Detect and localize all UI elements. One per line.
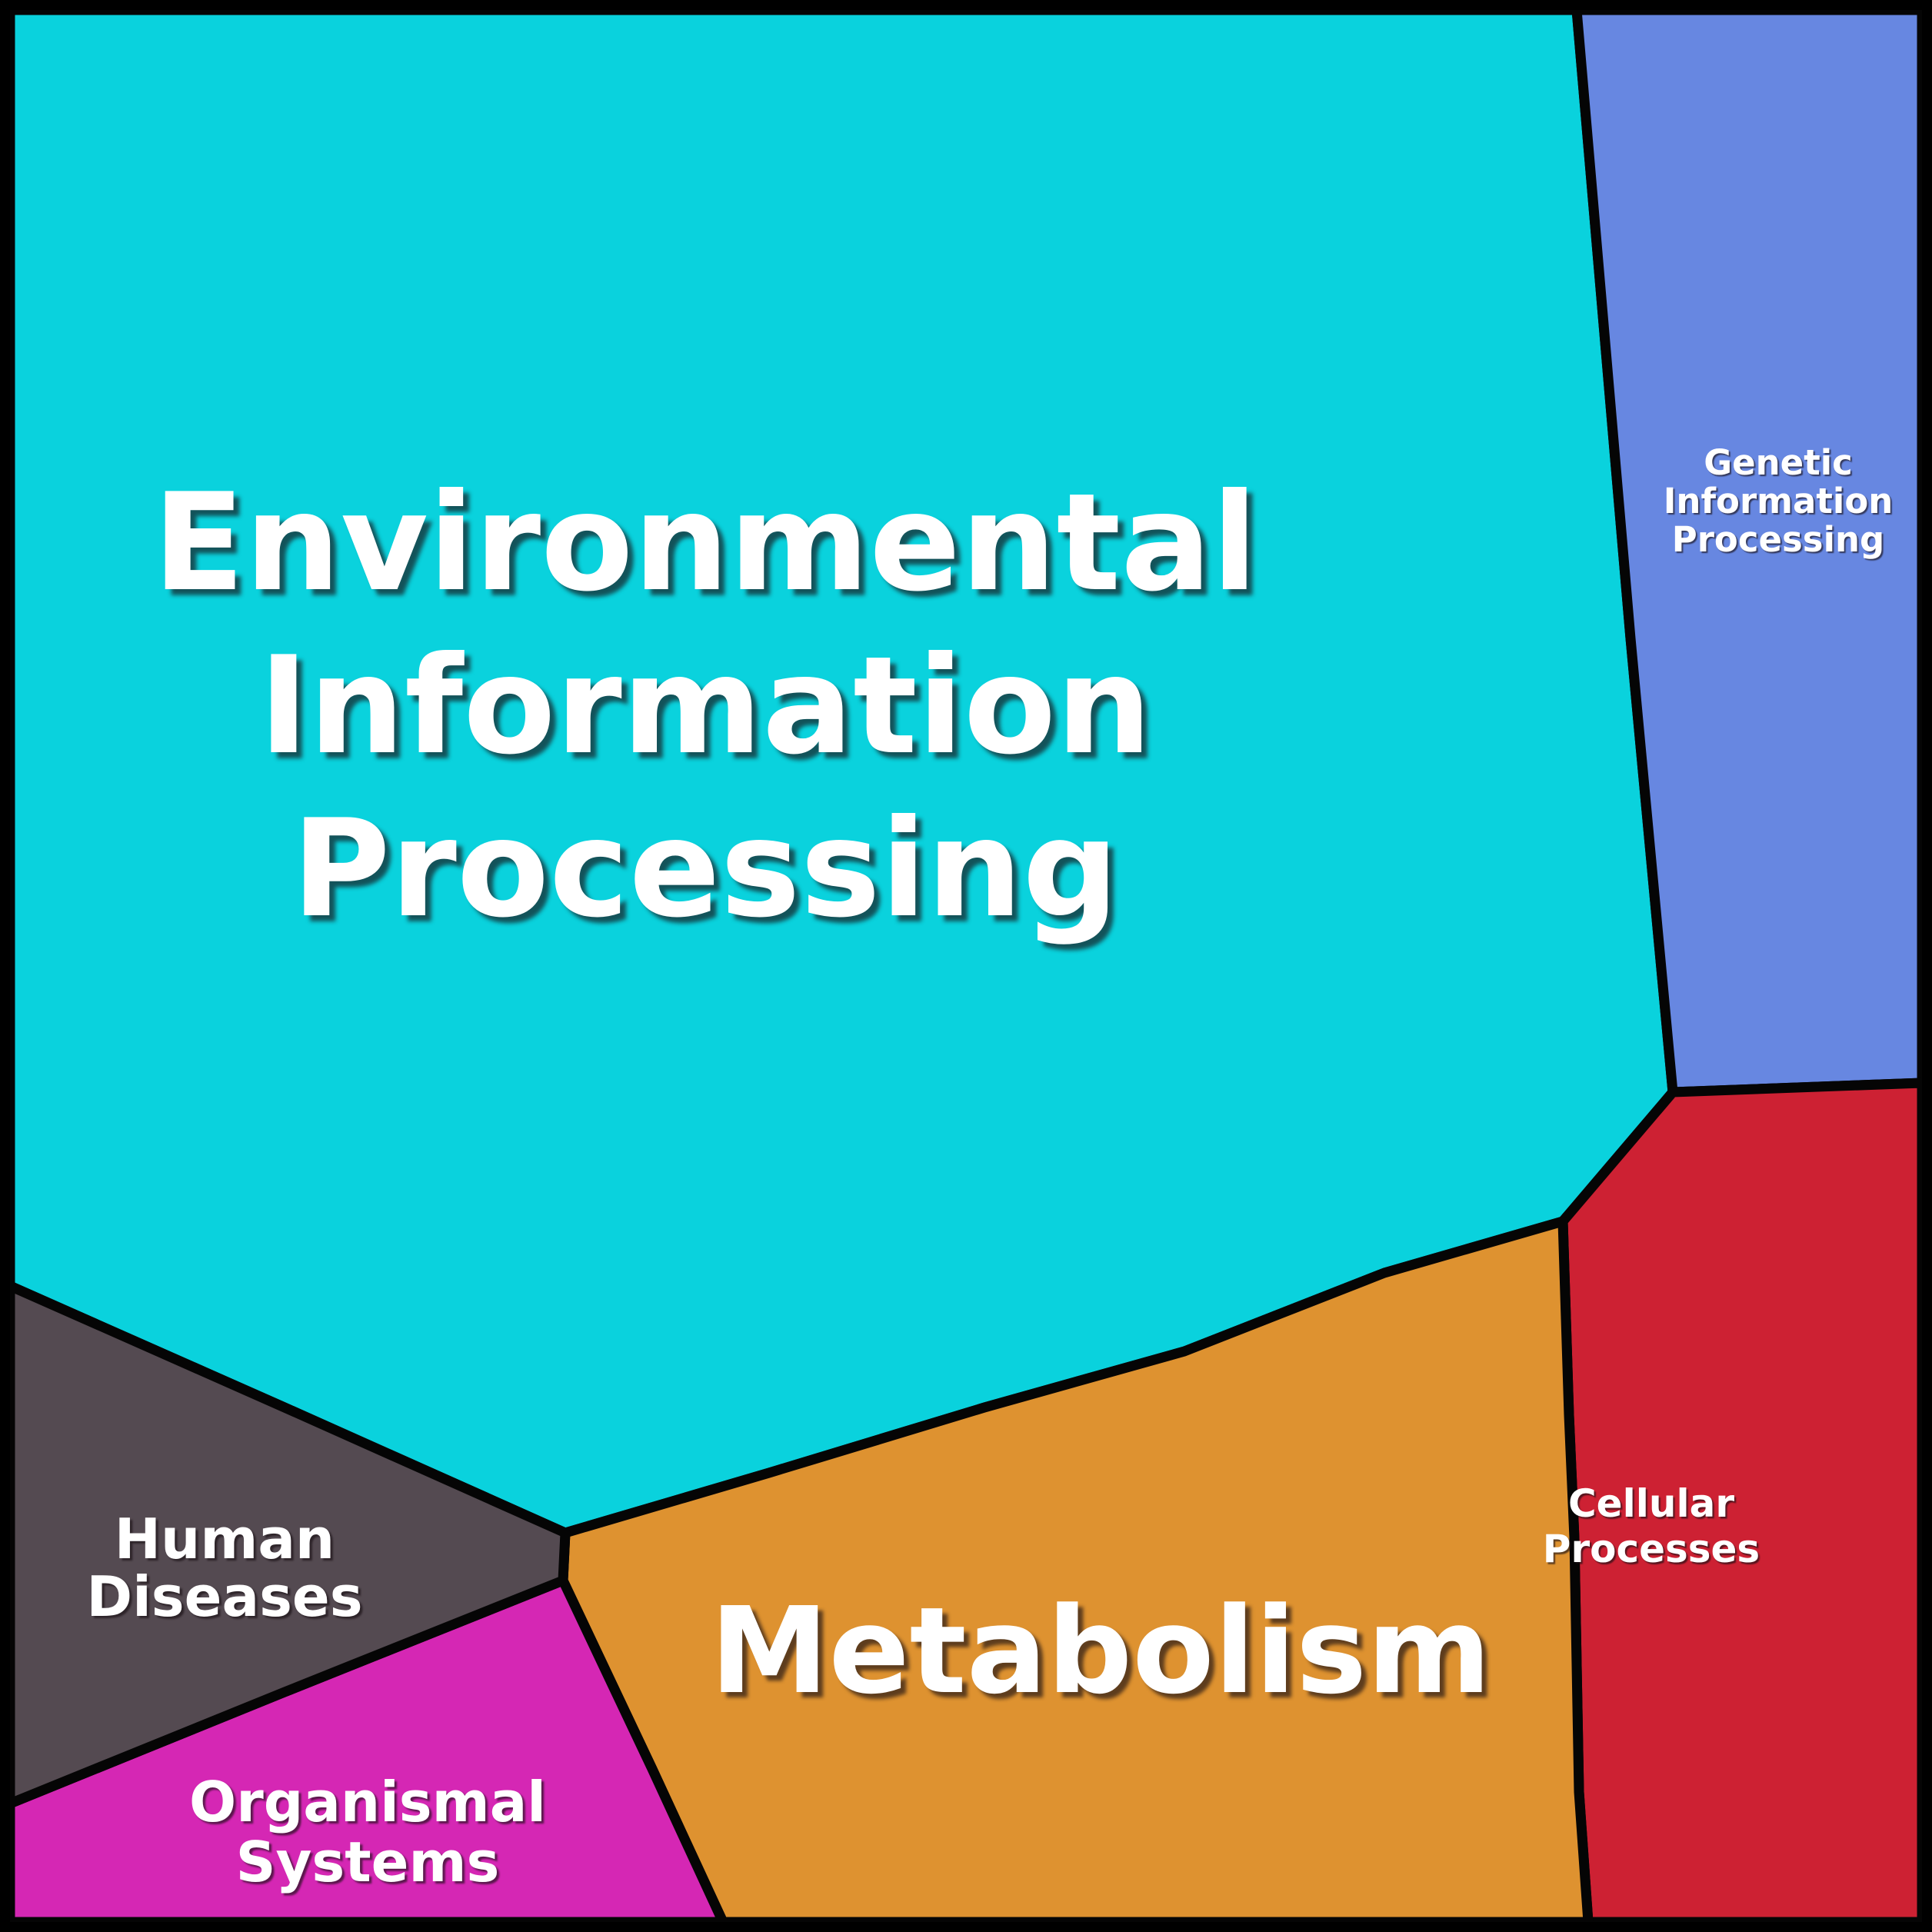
region-cellular-processes[interactable] bbox=[1557, 1078, 1927, 1927]
